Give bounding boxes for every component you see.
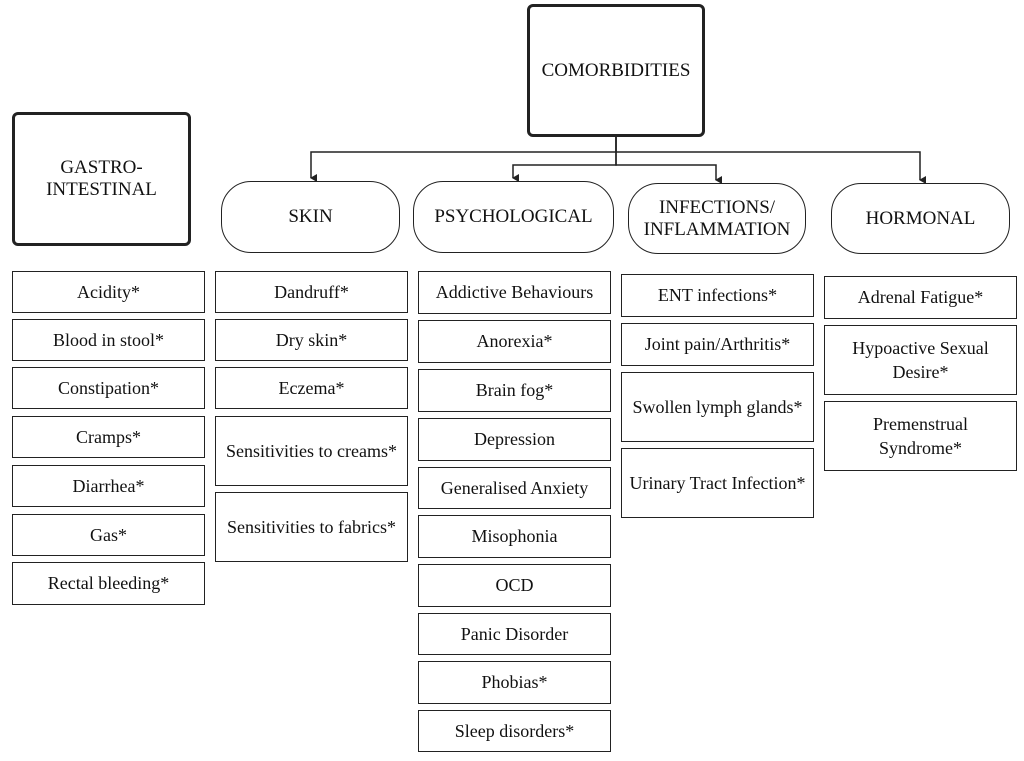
category-gastrointestinal: GASTRO- INTESTINAL <box>12 112 191 246</box>
item-label: Dry skin* <box>275 329 348 350</box>
arrow-to-hormonal <box>616 151 926 184</box>
gastro-title-line1: GASTRO- <box>60 157 143 179</box>
psych-item: Misophonia <box>418 515 611 558</box>
item-label: Depression <box>474 429 555 450</box>
item-label: Urinary Tract Infection* <box>629 472 806 493</box>
category-psychological: PSYCHOLOGICAL <box>413 181 614 253</box>
item-label: Constipation* <box>57 377 159 398</box>
infect-item: Urinary Tract Infection* <box>621 448 814 518</box>
psych-item: Anorexia* <box>418 320 611 363</box>
item-label: Premenstrual Syndrome* <box>873 413 968 458</box>
item-label: ENT infections* <box>657 285 778 306</box>
item-label: Joint pain/Arthritis* <box>644 334 791 355</box>
gastro-item: Gas* <box>12 514 205 556</box>
skin-item: Sensitivities to creams* <box>215 416 408 486</box>
hormonal-item: Premenstrual Syndrome* <box>824 401 1017 471</box>
item-label: Blood in stool* <box>52 329 164 350</box>
psych-item: Generalised Anxiety <box>418 467 611 509</box>
arrow-to-infections <box>615 136 722 184</box>
infect-item: Joint pain/Arthritis* <box>621 323 814 366</box>
gastro-item: Acidity* <box>12 271 205 313</box>
skin-item: Sensitivities to fabrics* <box>215 492 408 562</box>
item-label: Diarrhea* <box>72 475 145 496</box>
gastro-item: Diarrhea* <box>12 465 205 507</box>
item-label: Hypoactive Sexual Desire* <box>852 337 989 382</box>
item-label: Sleep disorders* <box>454 720 575 741</box>
skin-item: Eczema* <box>215 367 408 409</box>
psych-item: Addictive Behaviours <box>418 271 611 314</box>
gastro-item: Rectal bleeding* <box>12 562 205 605</box>
item-label: Adrenal Fatigue* <box>857 287 984 308</box>
gastro-item: Cramps* <box>12 416 205 458</box>
gastro-item: Constipation* <box>12 367 205 409</box>
infect-title-line2: INFLAMMATION <box>643 218 791 240</box>
psych-item: Depression <box>418 418 611 461</box>
root-node-comorbidities: COMORBIDITIES <box>527 4 705 137</box>
item-label: Generalised Anxiety <box>440 477 589 498</box>
infect-title-line1: INFECTIONS/ <box>658 196 776 218</box>
infect-item: Swollen lymph glands* <box>621 372 814 442</box>
infect-item: ENT infections* <box>621 274 814 317</box>
item-label: Gas* <box>90 524 127 545</box>
arrow-to-skin <box>310 136 617 182</box>
psych-item: OCD <box>418 564 611 607</box>
item-label: Brain fog* <box>475 380 554 401</box>
psych-title: PSYCHOLOGICAL <box>434 206 593 228</box>
item-label: Rectal bleeding* <box>47 573 170 594</box>
item-label: Sensitivities to creams* <box>226 440 397 461</box>
item-label: Sensitivities to fabrics* <box>227 516 396 537</box>
category-infections-inflammation: INFECTIONS/ INFLAMMATION <box>628 183 806 254</box>
item-label: Cramps* <box>76 426 141 447</box>
category-hormonal: HORMONAL <box>831 183 1010 254</box>
item-label: Misophonia <box>471 526 558 547</box>
gastro-item: Blood in stool* <box>12 319 205 361</box>
item-label: Anorexia* <box>476 331 553 352</box>
item-label: Panic Disorder <box>460 623 569 644</box>
item-label: Dandruff* <box>274 281 349 302</box>
psych-item: Phobias* <box>418 661 611 704</box>
arrow-to-psychological <box>512 136 617 182</box>
item-label: OCD <box>495 575 534 596</box>
item-label: Swollen lymph glands* <box>632 396 803 417</box>
item-label: Addictive Behaviours <box>435 282 594 303</box>
hormonal-title: HORMONAL <box>865 207 976 229</box>
item-label: Acidity* <box>77 281 140 302</box>
psych-item: Sleep disorders* <box>418 710 611 752</box>
root-label: COMORBIDITIES <box>541 59 691 81</box>
category-skin: SKIN <box>221 181 400 253</box>
hormonal-item: Hypoactive Sexual Desire* <box>824 325 1017 395</box>
skin-item: Dandruff* <box>215 271 408 313</box>
skin-item: Dry skin* <box>215 319 408 361</box>
item-label: Phobias* <box>481 672 548 693</box>
item-label: Eczema* <box>278 377 345 398</box>
psych-item: Panic Disorder <box>418 613 611 655</box>
gastro-title-line2: INTESTINAL <box>46 179 157 200</box>
hormonal-item: Adrenal Fatigue* <box>824 276 1017 319</box>
psych-item: Brain fog* <box>418 369 611 412</box>
skin-title: SKIN <box>288 206 333 228</box>
